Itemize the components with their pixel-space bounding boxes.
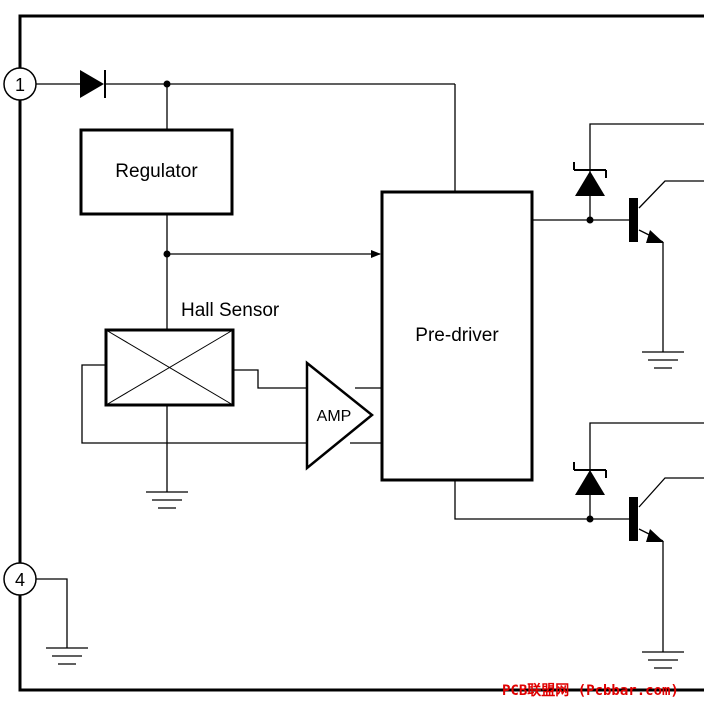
- pin-4: 4: [3, 562, 37, 596]
- pin-1-label: 1: [15, 75, 25, 95]
- amp-block: AMP: [305, 360, 374, 471]
- ground-icon: [146, 491, 188, 509]
- diode-icon: [80, 70, 106, 98]
- pin-4-label: 4: [15, 570, 25, 590]
- pre-driver-block: Pre-driver: [380, 190, 534, 482]
- emitter-arrow-icon: [646, 529, 664, 542]
- upper-output-stage: [573, 123, 704, 352]
- transistor-icon: [629, 497, 638, 541]
- ic-outline: [18, 14, 704, 692]
- wires: [36, 83, 629, 648]
- lower-output-stage: [573, 422, 704, 652]
- zener-diode-icon: [575, 470, 605, 495]
- zener-diode-icon: [575, 171, 605, 196]
- ground-icon: [642, 351, 684, 369]
- amp-label: AMP: [317, 408, 352, 425]
- emitter-arrow-icon: [646, 230, 664, 243]
- watermark: PCB联盟网 (Pcbbar.com): [502, 683, 679, 699]
- pre-driver-label: Pre-driver: [415, 325, 499, 346]
- hall-sensor-label: Hall Sensor: [181, 300, 280, 321]
- regulator-block: Regulator: [79, 128, 234, 216]
- regulator-label: Regulator: [115, 161, 198, 182]
- ground-icon: [46, 647, 88, 665]
- hall-sensor-block: Hall Sensor: [104, 300, 280, 407]
- ground-icon: [642, 651, 684, 669]
- transistor-icon: [629, 198, 638, 242]
- pin-1: 1: [3, 67, 37, 101]
